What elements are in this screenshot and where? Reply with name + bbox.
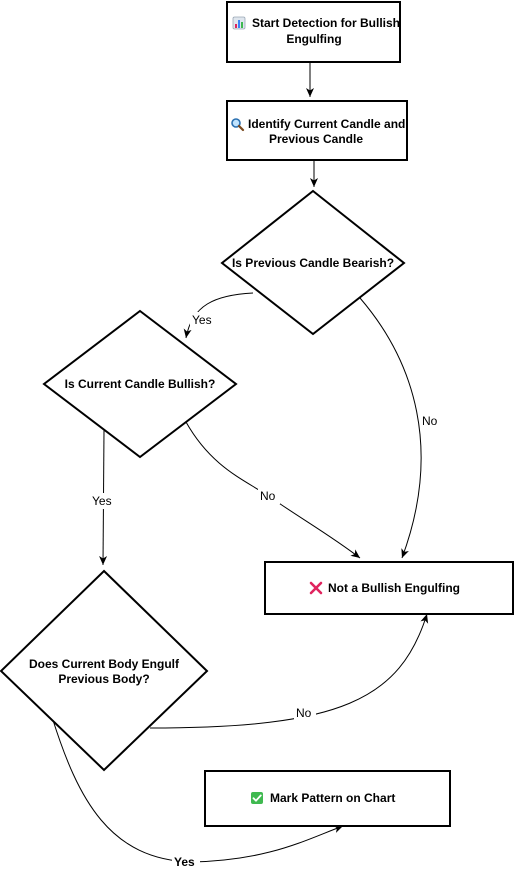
mark-pattern-label: Mark Pattern on Chart — [270, 791, 395, 805]
node-identify[interactable]: Identify Current Candle and Previous Can… — [226, 100, 408, 161]
check-mark-icon — [251, 792, 263, 804]
start-label-line1: Start Detection for Bullish — [252, 16, 400, 30]
node-not-bullish[interactable]: Not a Bullish Engulfing — [264, 561, 514, 615]
node-prev-bearish[interactable]: Is Previous Candle Bearish? — [220, 189, 406, 336]
edge-label-engulf-no: No — [296, 706, 312, 720]
edge-prev-no — [359, 297, 422, 559]
edge-label-prev-yes: Yes — [192, 313, 212, 327]
node-start[interactable]: Start Detection for Bullish Engulfing — [226, 1, 401, 63]
not-bullish-label: Not a Bullish Engulfing — [328, 581, 460, 595]
edge-label-curr-yes: Yes — [92, 494, 112, 508]
edge-label-prev-no: No — [422, 414, 438, 428]
prev-bearish-label: Is Previous Candle Bearish? — [232, 256, 394, 270]
start-label-line2: Engulfing — [286, 32, 341, 46]
body-engulf-label-line1: Does Current Body Engulf — [29, 657, 180, 671]
identify-label-line2: Previous Candle — [269, 132, 363, 146]
edge-engulf-no — [149, 613, 429, 729]
bar-chart-icon — [232, 16, 246, 30]
node-curr-bullish[interactable]: Is Current Candle Bullish? — [42, 309, 238, 459]
body-engulf-label-line2: Previous Body? — [58, 672, 149, 686]
identify-label-line1: Identify Current Candle and — [248, 117, 405, 131]
curr-bullish-label: Is Current Candle Bullish? — [65, 377, 216, 391]
magnifier-icon — [231, 118, 245, 132]
edge-prev-yes — [183, 292, 254, 339]
edge-label-engulf-yes: Yes — [174, 855, 195, 869]
node-mark-pattern[interactable]: Mark Pattern on Chart — [204, 770, 451, 827]
edge-label-curr-no: No — [260, 489, 276, 503]
edge-labels: Yes No Yes No No Yes — [90, 312, 440, 869]
node-body-engulf[interactable]: Does Current Body Engulf Previous Body? — [0, 569, 209, 772]
cross-mark-icon — [309, 581, 323, 595]
